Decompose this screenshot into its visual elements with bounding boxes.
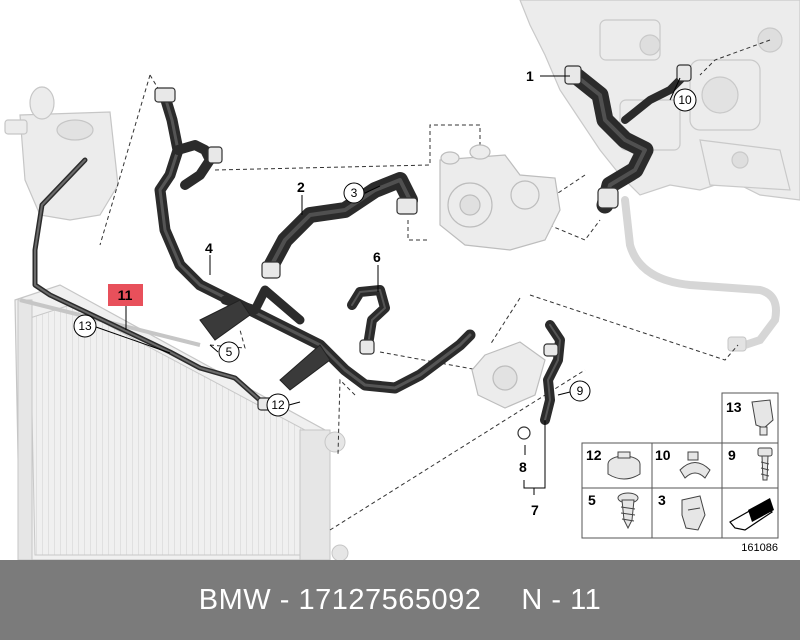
legend-13-label: 13 [726, 399, 742, 415]
spring-clamp-icon [679, 451, 711, 479]
legend-3-label: 3 [658, 492, 666, 508]
reference-number: 161086 [741, 542, 778, 554]
svg-text:12: 12 [271, 398, 285, 412]
svg-text:3: 3 [351, 186, 358, 200]
callout-8: 8 [519, 459, 527, 475]
callout-2: 2 [297, 179, 305, 195]
screw-icon [617, 492, 639, 530]
svg-text:9: 9 [577, 384, 584, 398]
cooling-hoses-diagram: 1 2 3 4 5 6 7 8 9 10 11 12 13 [4, 0, 800, 560]
legend-10-label: 10 [655, 447, 671, 463]
clip-icon [751, 399, 774, 436]
page-arrow-icon [729, 498, 774, 531]
pipe-connector [727, 336, 747, 352]
callout-9: 9 [569, 380, 591, 402]
hose-bracket [199, 299, 331, 391]
callout-3: 3 [343, 182, 365, 204]
hose-clip-icon [681, 495, 706, 531]
callout-1: 1 [526, 68, 534, 84]
clamps [154, 64, 692, 440]
radiator [14, 284, 349, 560]
callout-13: 13 [73, 314, 97, 338]
engine-block [519, 0, 800, 201]
auxiliary-pump [471, 341, 546, 409]
callout-12: 12 [266, 393, 290, 417]
legend-9-label: 9 [728, 447, 736, 463]
svg-text:10: 10 [678, 93, 692, 107]
callout-10: 10 [673, 88, 697, 112]
hoses [32, 66, 689, 425]
callout-7: 7 [531, 502, 539, 518]
expansion-tank [4, 86, 119, 221]
footer-part-number: 17127565092 [298, 583, 482, 616]
footer-bar: BMW - 17127565092 N - 11 [0, 560, 800, 640]
legend-5-label: 5 [588, 492, 596, 508]
engine-pipe [621, 196, 780, 349]
highlight-box [108, 284, 143, 306]
callout-5: 5 [218, 341, 240, 363]
svg-text:11: 11 [118, 287, 133, 303]
band-clamp-icon [607, 451, 641, 480]
footer-position-label: N - 11 [521, 583, 602, 616]
callout-6: 6 [373, 249, 381, 265]
legend-12-label: 12 [586, 447, 602, 463]
footer-separator: - [279, 583, 290, 616]
svg-text:5: 5 [226, 345, 233, 359]
water-pump [439, 144, 561, 251]
callout-4: 4 [205, 240, 213, 256]
footer-brand: BMW [198, 583, 272, 616]
parts-legend: 13 12 10 9 5 [581, 392, 779, 554]
hose-2 [262, 172, 418, 276]
callout-11-highlight: 11 [108, 284, 143, 306]
svg-text:13: 13 [78, 319, 92, 333]
callout-leaders [95, 75, 681, 495]
bolt-icon [757, 447, 773, 481]
